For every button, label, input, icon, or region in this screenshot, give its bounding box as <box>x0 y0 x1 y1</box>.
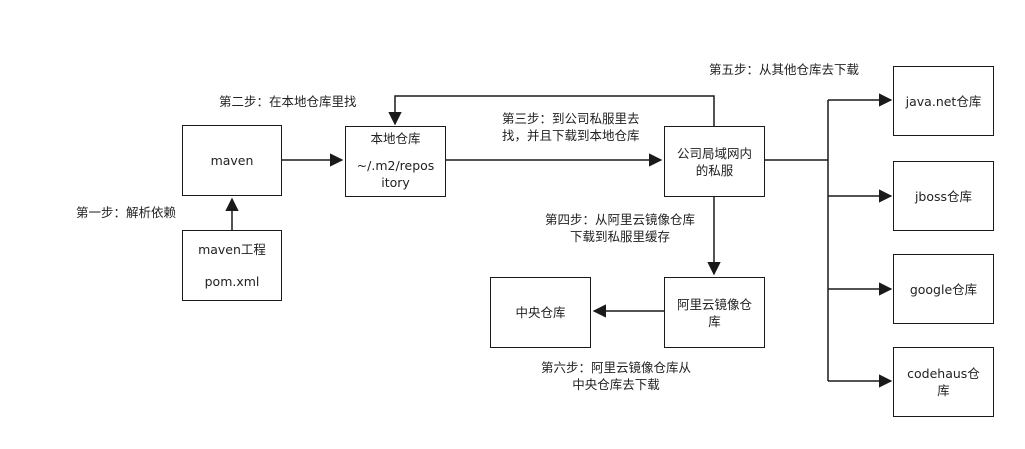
jboss-repo-node: jboss仓库 <box>893 161 994 231</box>
google-repo-node: google仓库 <box>893 254 994 324</box>
local-repo-path-1: ~/.m2/repos <box>356 158 435 173</box>
central-repo-node: 中央仓库 <box>490 277 591 348</box>
step3-line1: 第三步：到公司私服里去 <box>502 111 640 126</box>
maven-project-label: maven工程 <box>198 242 266 257</box>
private-server-node: 公司局域网内 的私服 <box>664 126 765 197</box>
step3-line2: 找，并且下载到本地仓库 <box>502 128 640 143</box>
java-net-repo-node: java.net仓库 <box>893 66 994 136</box>
step5-label: 第五步：从其他仓库去下载 <box>709 62 860 77</box>
maven-project-node: maven工程 pom.xml <box>182 230 282 301</box>
codehaus-line2: 库 <box>937 383 950 398</box>
step6-line2: 中央仓库去下载 <box>572 377 660 392</box>
aliyun-line1: 阿里云镜像仓 <box>676 296 752 312</box>
pom-xml-label: pom.xml <box>204 274 260 289</box>
private-server-line1: 公司局域网内 <box>676 145 752 161</box>
codehaus-repo-node: codehaus仓 库 <box>893 347 994 417</box>
step6-label: 第六步：阿里云镜像仓库从 中央仓库去下载 <box>541 359 691 393</box>
maven-node-label: maven <box>210 153 254 168</box>
java-net-label: java.net仓库 <box>905 93 982 109</box>
edge-private-to-local <box>388 95 715 126</box>
maven-node: maven <box>182 125 282 196</box>
local-repo-node: 本地仓库 ~/.m2/repos itory <box>345 126 446 197</box>
jboss-label: jboss仓库 <box>914 188 973 204</box>
aliyun-line2: 库 <box>708 313 721 329</box>
step4-line1: 第四步：从阿里云镜像仓库 <box>545 212 696 227</box>
local-repo-path-2: itory <box>381 175 410 190</box>
private-server-line2: 的私服 <box>695 162 734 178</box>
local-repo-title: 本地仓库 <box>370 131 421 146</box>
central-repo-label: 中央仓库 <box>515 305 566 320</box>
step4-line2: 下载到私服里缓存 <box>570 229 671 244</box>
step1-label: 第一步：解析依赖 <box>76 205 177 220</box>
google-label: google仓库 <box>909 281 978 297</box>
step3-label: 第三步：到公司私服里去 找，并且下载到本地仓库 <box>502 110 640 144</box>
step2-label: 第二步：在本地仓库里找 <box>219 94 357 109</box>
step6-line1: 第六步：阿里云镜像仓库从 <box>541 360 692 375</box>
step4-label: 第四步：从阿里云镜像仓库 下载到私服里缓存 <box>545 211 695 245</box>
codehaus-line1: codehaus仓 <box>907 366 980 381</box>
aliyun-mirror-node: 阿里云镜像仓 库 <box>664 277 765 348</box>
